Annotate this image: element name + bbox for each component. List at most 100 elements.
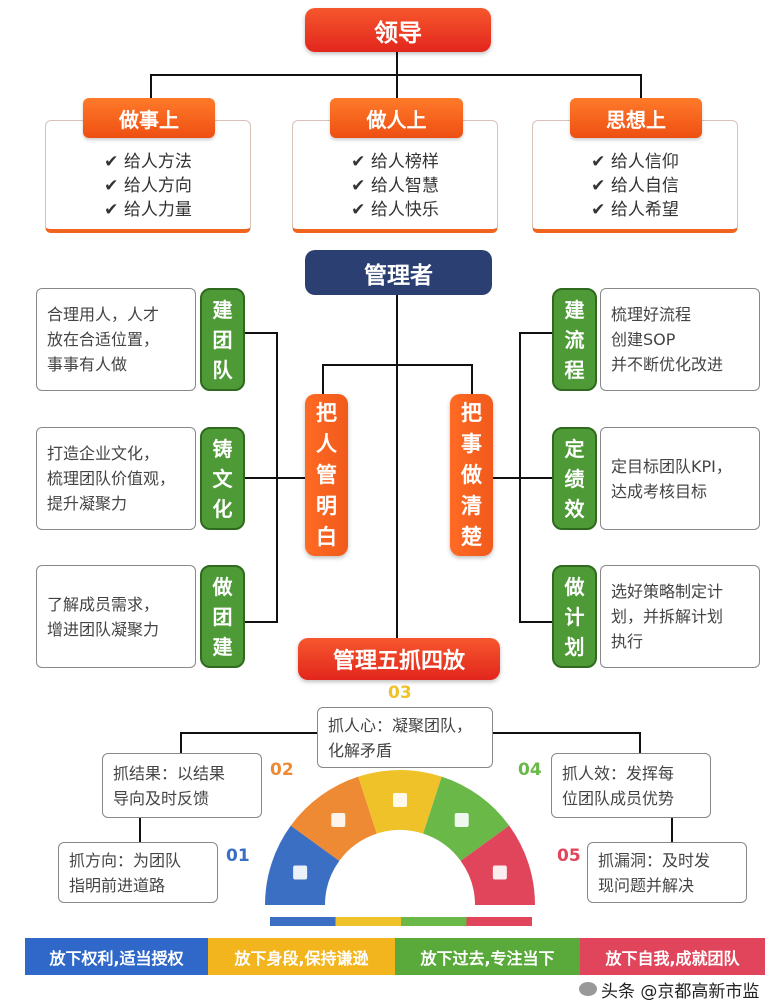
connector: [322, 364, 324, 396]
line: 现问题并解决: [598, 875, 695, 895]
connector: [519, 621, 552, 623]
header-work: 做事上: [83, 98, 215, 138]
release-4: 放下自我,成就团队: [580, 938, 765, 975]
char: 做: [212, 574, 233, 599]
gauge-base-bar: [270, 917, 336, 926]
release-1: 放下权利,适当授权: [25, 938, 208, 975]
item: ✔ 给人力量: [104, 200, 192, 220]
line: 事事有人做: [47, 355, 128, 374]
gauge-segment-05: [460, 825, 535, 905]
char: 铸: [212, 436, 233, 461]
line: 增进团队凝聚力: [47, 619, 160, 639]
char: 建: [212, 297, 233, 322]
line: 定目标团队KPI，: [611, 456, 732, 476]
top-box-person: ✔ 给人榜样 ✔ 给人智慧 ✔ 给人快乐: [292, 120, 498, 233]
manager-title: 管理者: [305, 250, 492, 295]
gauge-inner-arc: [330, 835, 470, 906]
line: 选好策略制定计: [611, 582, 724, 601]
char: 人: [316, 431, 337, 456]
line: 位团队成员优势: [562, 788, 675, 808]
char: 绩: [564, 466, 585, 491]
char: 计: [564, 604, 585, 629]
char: 把: [316, 400, 337, 425]
line: 梳理团队价值观，: [47, 469, 176, 488]
char: 楚: [461, 524, 482, 549]
item: ✔ 给人快乐: [351, 200, 439, 220]
tab-plan: 做计划: [552, 565, 597, 668]
connector: [471, 364, 473, 396]
connector: [640, 74, 642, 100]
grab-number-02: 02: [270, 760, 294, 780]
gauge-base-bar: [401, 917, 467, 926]
connector: [396, 52, 398, 75]
connector: [396, 74, 398, 100]
char: 团: [212, 327, 233, 352]
char: 团: [212, 604, 233, 629]
grid-icon: [293, 865, 308, 880]
line: 抓人心：凝聚团队，: [328, 715, 473, 735]
manage-things-pill: 把事做清楚: [450, 394, 493, 556]
five-grabs-title: 管理五抓四放: [298, 638, 500, 680]
connector: [493, 477, 552, 479]
chart-monitor-icon: [393, 793, 407, 807]
watermark-text: 头条 @京都高新市监: [601, 981, 760, 1002]
item: ✔ 给人信仰: [591, 152, 679, 172]
item: ✔ 给人希望: [591, 200, 679, 220]
item: ✔ 给人自信: [591, 176, 679, 196]
connector: [671, 818, 673, 843]
line: 合理用人，人才: [47, 305, 160, 324]
item: ✔ 给人榜样: [351, 152, 439, 172]
tab-team-building: 做团建: [200, 565, 245, 668]
char: 流: [564, 327, 585, 352]
top-box-work: ✔ 给人方法 ✔ 给人方向 ✔ 给人力量: [45, 120, 251, 233]
line: 并不断优化改进: [611, 355, 724, 374]
item: ✔ 给人方法: [104, 152, 192, 172]
char: 白: [316, 524, 337, 549]
building-icon: [492, 865, 507, 880]
tab-build-team: 建团队: [200, 288, 245, 391]
char: 建: [564, 297, 585, 322]
line: 导向及时反馈: [113, 788, 210, 808]
grab-box-05: 抓漏洞：及时发现问题并解决: [587, 842, 747, 903]
char: 队: [212, 357, 233, 382]
contact-icon: [331, 813, 346, 828]
things-desc-3: 选好策略制定计划，并拆解计划执行: [600, 565, 760, 668]
char: 把: [461, 400, 482, 425]
grab-number-05: 05: [557, 846, 581, 866]
char: 清: [461, 493, 482, 518]
grab-number-04: 04: [518, 760, 542, 780]
line: 抓漏洞：及时发: [598, 850, 711, 870]
connector: [519, 332, 552, 334]
char: 做: [564, 574, 585, 599]
gauge-base-bar: [335, 917, 401, 926]
char: 做: [461, 462, 482, 487]
char: 效: [564, 496, 585, 521]
gauge-base-bar: [466, 917, 532, 926]
line: 抓人效：发挥每: [562, 763, 675, 783]
line: 划，并拆解计划: [611, 607, 724, 626]
tab-culture: 铸文化: [200, 427, 245, 530]
connector: [396, 295, 398, 640]
connector: [150, 74, 152, 100]
grab-box-01: 抓方向：为团队指明前进道路: [58, 842, 218, 903]
line: 抓方向：为团队: [69, 850, 182, 870]
char: 明: [316, 493, 337, 518]
release-2: 放下身段,保持谦逊: [208, 938, 395, 975]
grab-number-03: 03: [388, 683, 412, 703]
char: 建: [212, 634, 233, 659]
grab-box-02: 抓结果：以结果导向及时反馈: [102, 753, 262, 818]
line: 打造企业文化，: [47, 444, 160, 463]
things-desc-2: 定目标团队KPI，达成考核目标: [600, 427, 760, 530]
char: 化: [212, 496, 233, 521]
line: 指明前进道路: [69, 875, 166, 895]
line: 梳理好流程: [611, 305, 692, 324]
leader-title: 领导: [305, 8, 491, 52]
char: 文: [212, 466, 233, 491]
line: 放在合适位置，: [47, 330, 160, 349]
line: 化解矛盾: [328, 740, 393, 760]
header-person: 做人上: [330, 98, 463, 138]
manage-people-pill: 把人管明白: [305, 394, 348, 556]
connector: [245, 477, 305, 479]
connector: [639, 732, 641, 754]
